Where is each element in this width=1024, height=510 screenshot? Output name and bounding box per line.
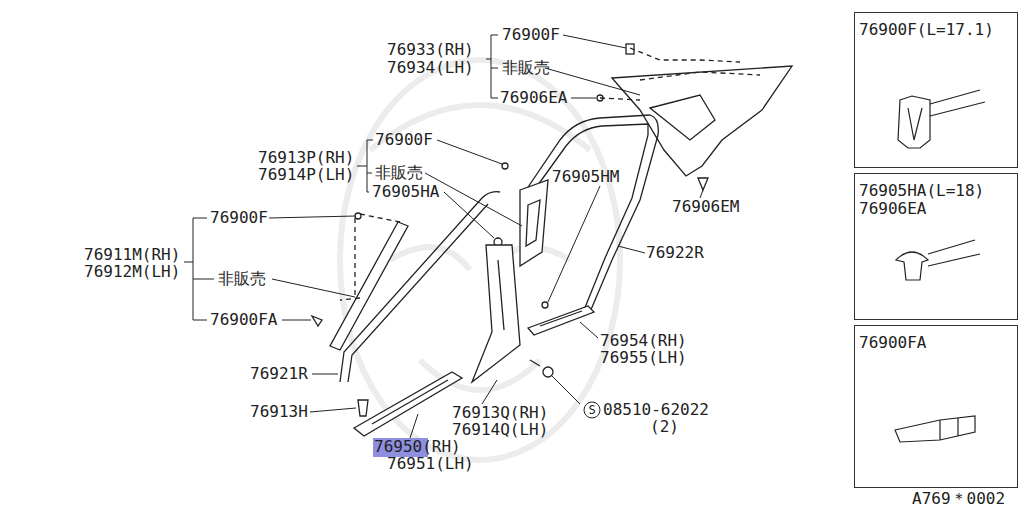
detail-panel: 76900F(L=17.1) <box>854 12 1018 168</box>
part-number: (2) <box>650 418 679 436</box>
part-number: 76913H <box>250 403 308 421</box>
detail-panel: 76900FA <box>854 325 1018 488</box>
part-number: 非販売 <box>375 164 423 182</box>
part-number: 76900FA <box>210 311 277 329</box>
part-number: 76905HA(L=18) <box>855 182 1017 200</box>
part-number: 76954(RH) <box>600 332 687 350</box>
part-number: A769＊0002 <box>912 490 1005 508</box>
part-number: 76914Q(LH) <box>452 421 548 439</box>
circle-symbol: S <box>588 401 595 419</box>
part-number: 08510-62022 <box>603 401 709 419</box>
part-number: 76950(RH) <box>374 438 461 456</box>
part-number: 76900F <box>375 131 433 149</box>
part-number: 76955(LH) <box>600 349 687 367</box>
part-number: 76905HM <box>552 168 619 186</box>
detail-panel: 76905HA(L=18)76906EA <box>854 173 1018 320</box>
part-number: 76900F(L=17.1) <box>855 21 1017 39</box>
part-number: 非販売 <box>502 59 550 77</box>
part-number: 76951(LH) <box>387 455 474 473</box>
part-number: 76914P(LH) <box>258 166 354 184</box>
part-number: 76921R <box>250 365 308 383</box>
part-number: 76922R <box>646 244 704 262</box>
part-number: 76913Q(RH) <box>452 404 548 422</box>
clip-details <box>895 90 985 442</box>
part-number: 76900F <box>502 26 560 44</box>
part-number: 76933(RH) <box>387 41 474 59</box>
part-number: 76911M(RH) <box>84 246 180 264</box>
part-number: 76900FA <box>855 334 1017 352</box>
part-number: 76906EA <box>855 200 1017 218</box>
part-number: 76900F <box>210 209 268 227</box>
leader-lines <box>184 35 703 438</box>
part-number: 非販売 <box>218 270 266 288</box>
part-number: 76906EM <box>672 198 739 216</box>
trim-parts <box>312 44 792 436</box>
part-number: 76906EA <box>500 89 567 107</box>
part-number: 76934(LH) <box>387 59 474 77</box>
part-number: 76905HA <box>372 183 439 201</box>
part-number: 76913P(RH) <box>258 149 354 167</box>
part-number: 76912M(LH) <box>84 263 180 281</box>
